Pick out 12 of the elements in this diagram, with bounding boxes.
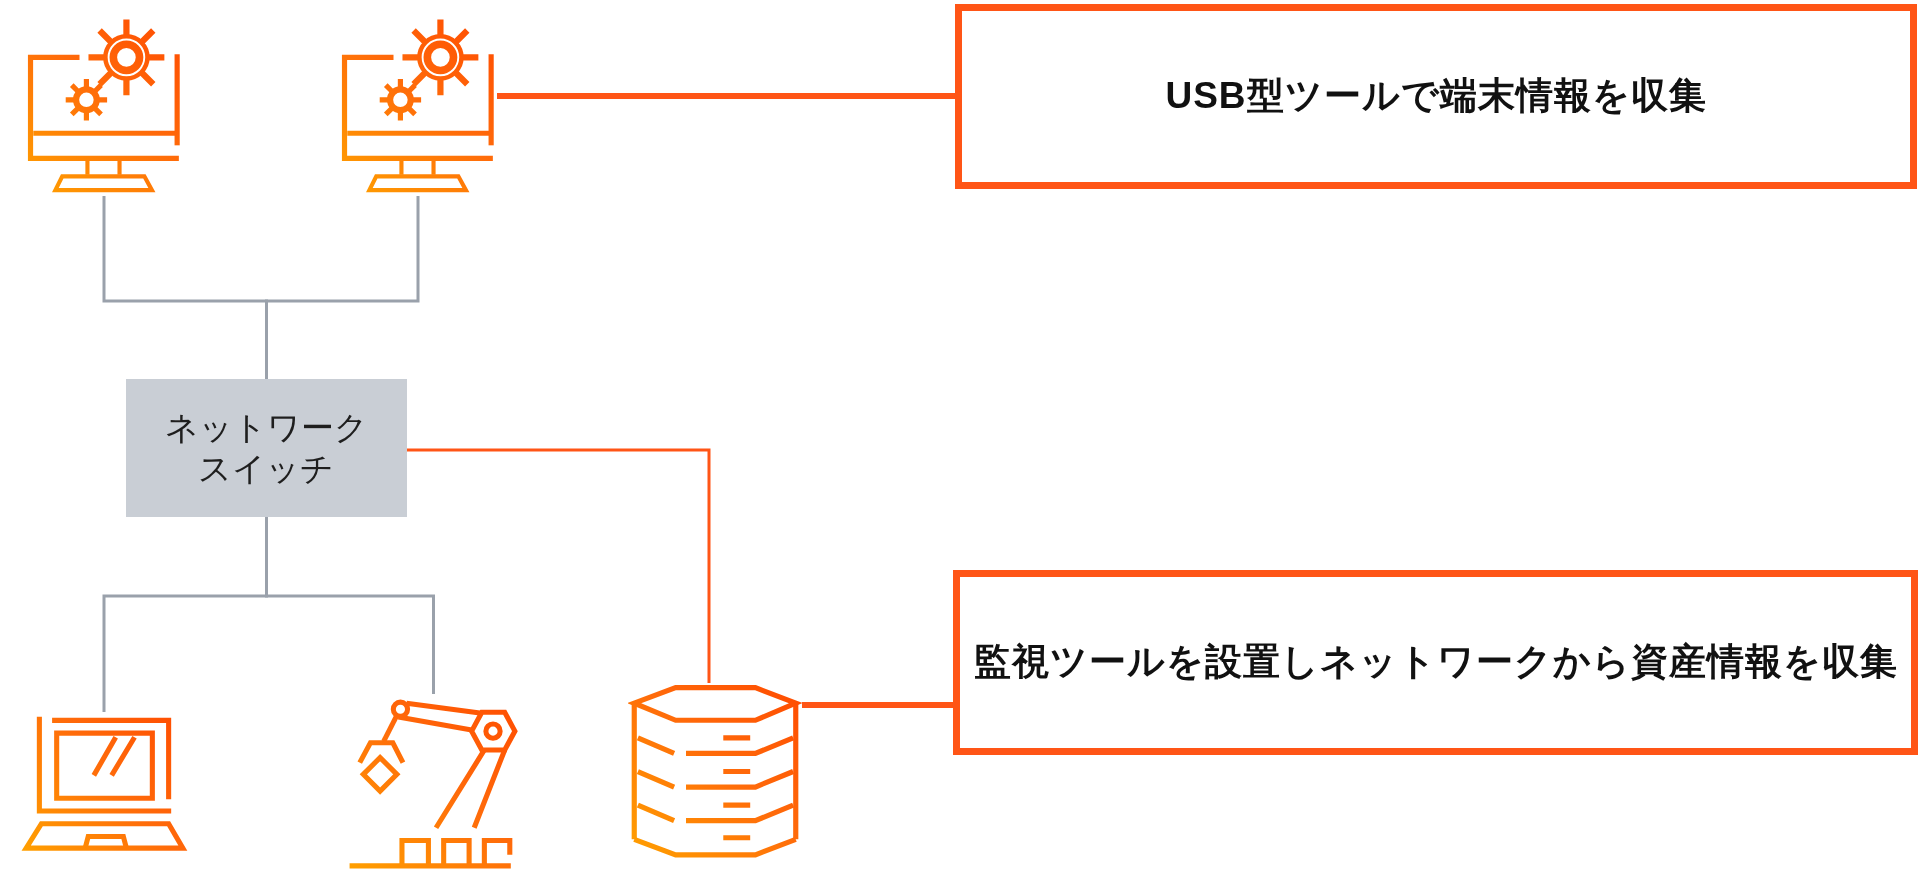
connector-line — [265, 517, 435, 694]
callout-box — [953, 570, 1918, 755]
connector-line — [265, 196, 420, 379]
network-switch-box — [126, 379, 407, 517]
callout-text: 監視ツールを設置しネットワークから資産情報を収集 — [973, 640, 1898, 685]
connector-line — [802, 702, 953, 708]
callout-box — [955, 4, 1917, 189]
connector-line — [407, 448, 711, 683]
connector-line — [497, 93, 955, 99]
callout-text: USB型ツールで端末情報を収集 — [1165, 74, 1707, 119]
switch-label: ネットワークスイッチ — [164, 407, 369, 489]
server-stack-icon — [628, 683, 802, 859]
